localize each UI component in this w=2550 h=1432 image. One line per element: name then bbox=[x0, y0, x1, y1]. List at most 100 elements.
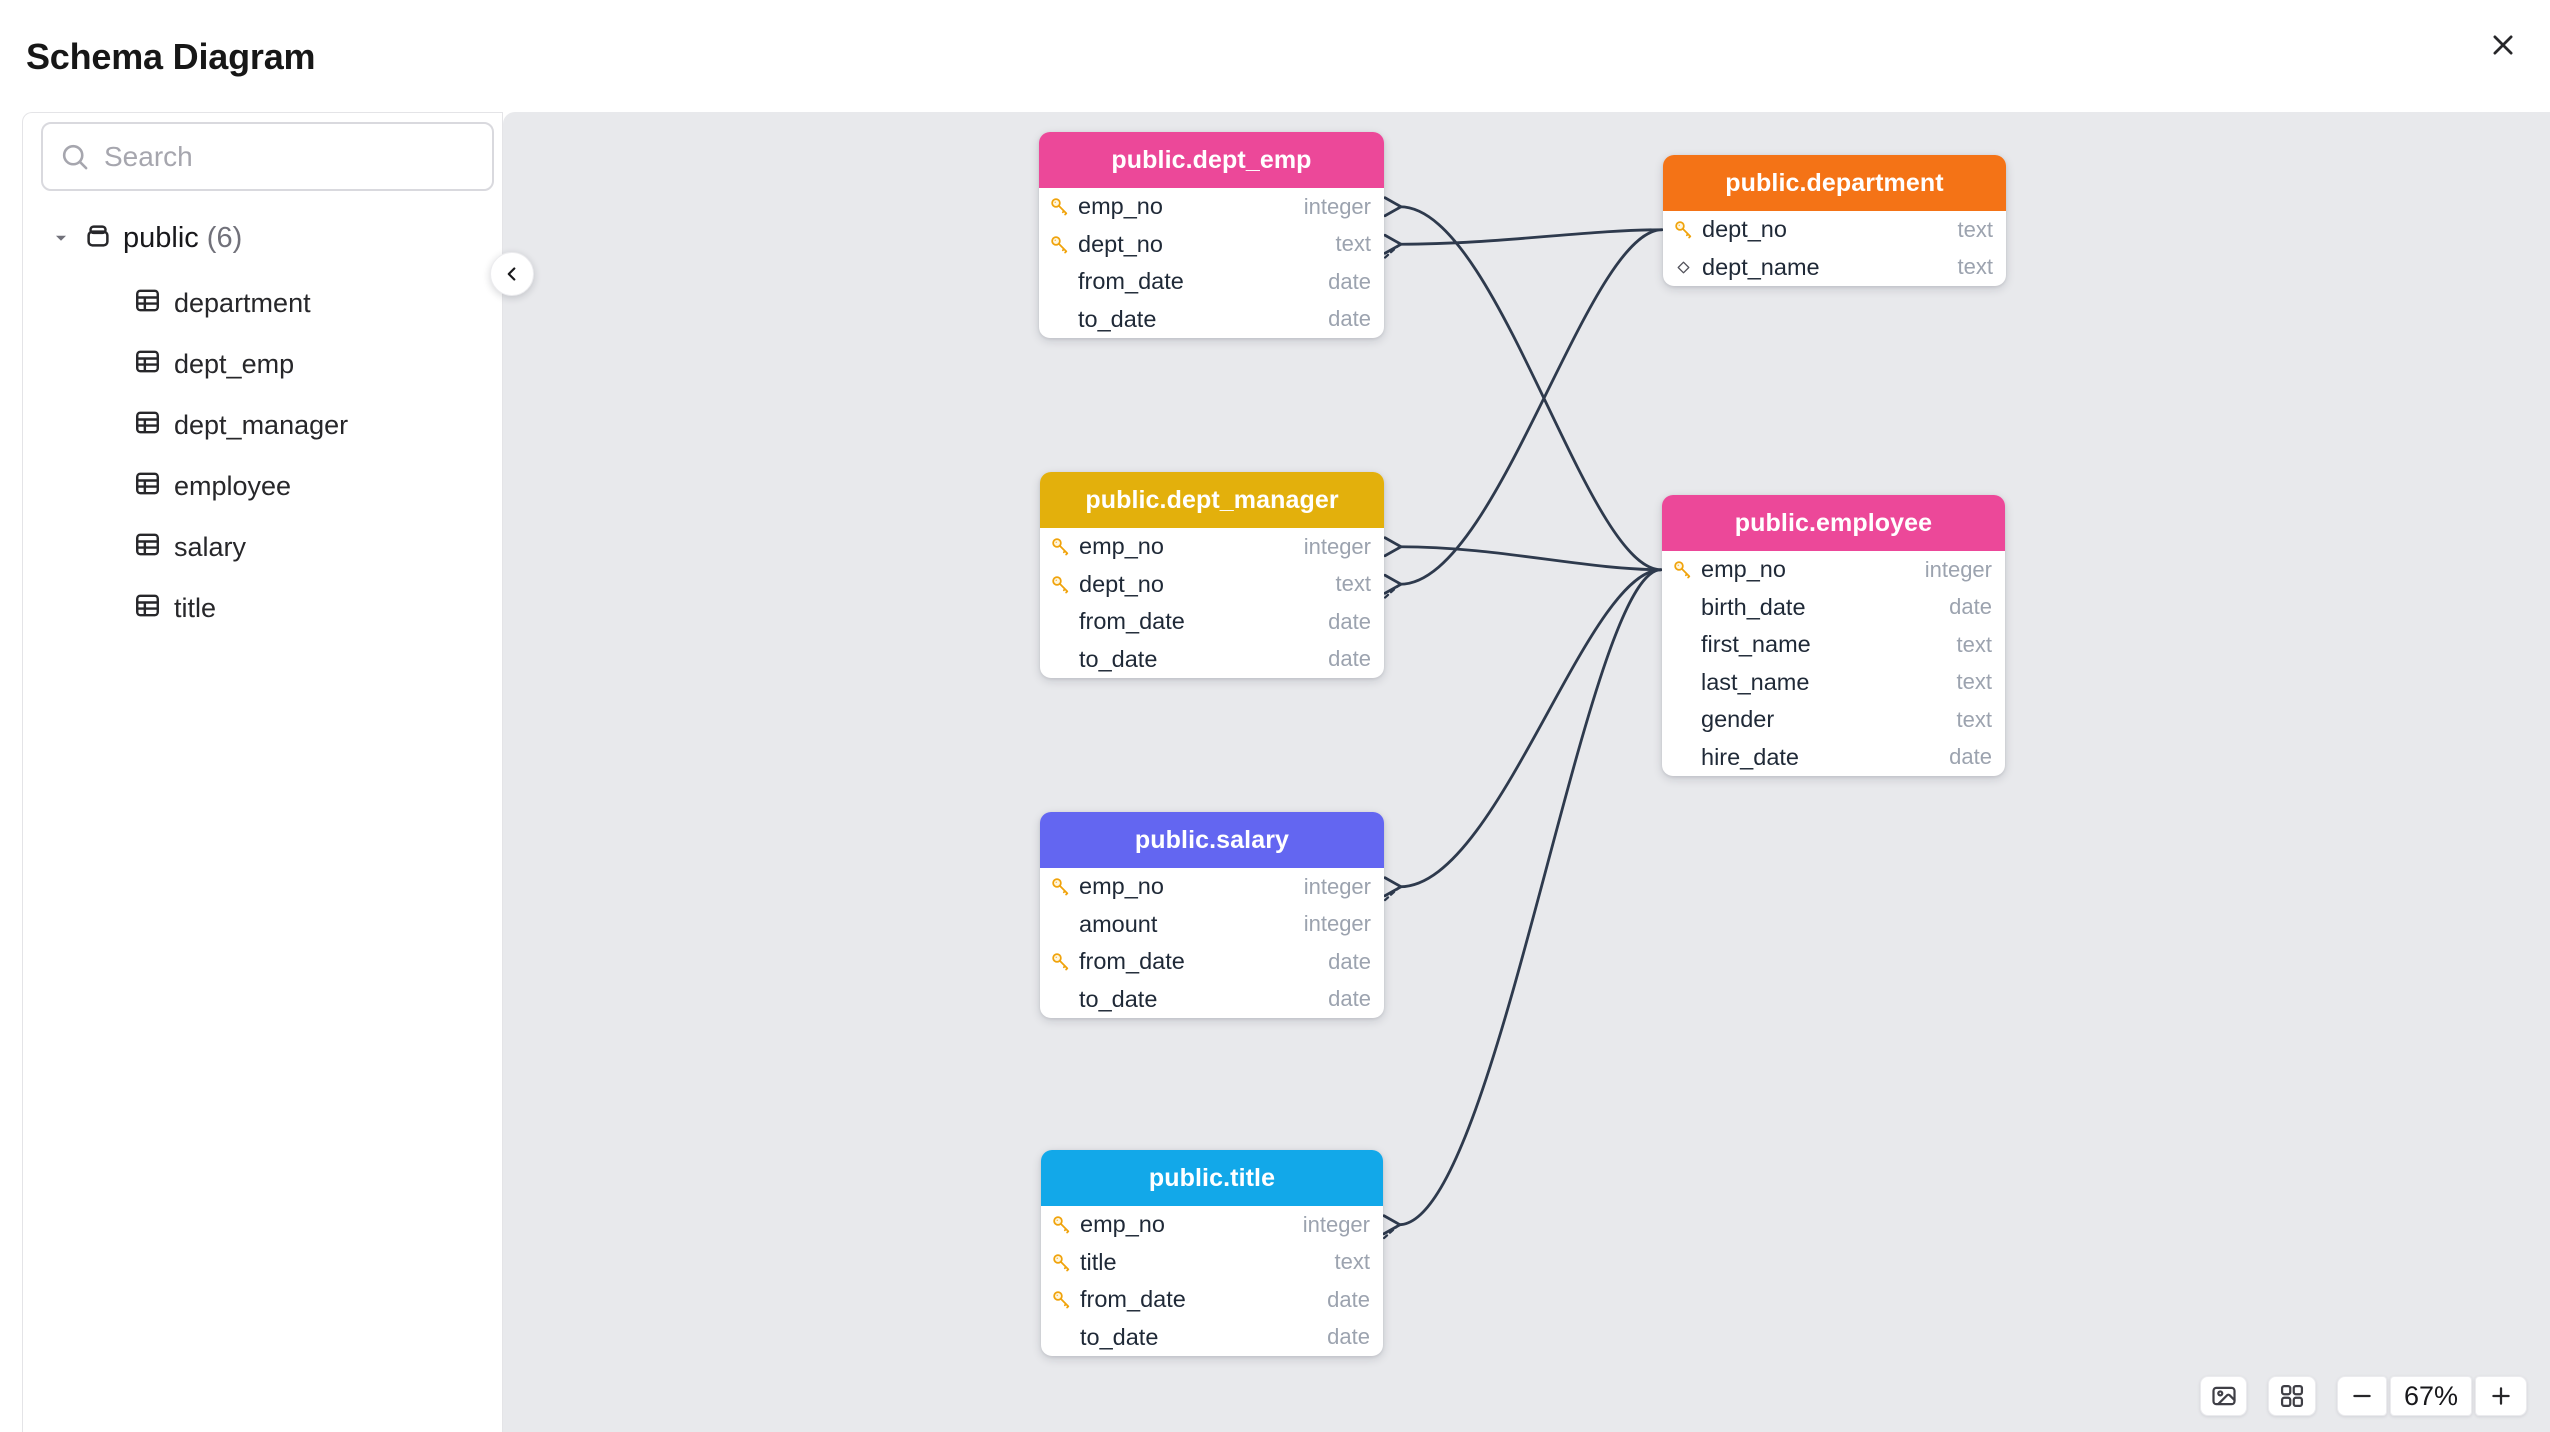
er-column-row: dept_no text bbox=[1663, 211, 2006, 249]
no-icon bbox=[1671, 634, 1693, 656]
table-icon bbox=[133, 530, 162, 564]
primary-key-icon bbox=[1674, 221, 1691, 239]
er-column-row: emp_no integer bbox=[1662, 551, 2005, 589]
no-icon bbox=[1671, 596, 1693, 618]
primary-key-icon bbox=[1050, 1251, 1072, 1273]
column-name: emp_no bbox=[1079, 873, 1164, 900]
schema-tree: public (6) department dept_emp bbox=[23, 216, 502, 647]
primary-key-icon bbox=[1052, 1216, 1069, 1234]
er-column-row: gender text bbox=[1662, 701, 2005, 739]
er-table-node-title[interactable]: public.title emp_no integer title text f… bbox=[1041, 1150, 1383, 1356]
tree-schema-row-public[interactable]: public (6) bbox=[23, 216, 502, 260]
table-icon bbox=[133, 347, 162, 381]
table-name: employee bbox=[174, 470, 292, 501]
column-name: title bbox=[1080, 1248, 1117, 1275]
table-name: dept_emp bbox=[174, 348, 295, 379]
er-column-row: emp_no integer bbox=[1040, 528, 1384, 566]
image-export-button[interactable] bbox=[2200, 1376, 2247, 1416]
column-name: to_date bbox=[1079, 645, 1158, 672]
no-icon bbox=[1049, 648, 1071, 670]
chevron-down-icon[interactable] bbox=[49, 227, 73, 249]
sidebar-table-item-dept_emp[interactable]: dept_emp bbox=[23, 342, 502, 386]
column-type: text bbox=[1335, 231, 1371, 257]
no-icon bbox=[1050, 1326, 1072, 1348]
er-table-node-salary[interactable]: public.salary emp_no integer amount inte… bbox=[1040, 812, 1384, 1018]
nullable-unique-icon bbox=[1677, 261, 1689, 274]
er-table-header: public.employee bbox=[1662, 495, 2005, 551]
er-column-row: to_date date bbox=[1040, 981, 1384, 1019]
column-type: text bbox=[1957, 216, 1993, 242]
er-table-header: public.salary bbox=[1040, 812, 1384, 868]
er-table-header: public.dept_manager bbox=[1040, 472, 1384, 528]
auto-layout-button[interactable] bbox=[2268, 1376, 2316, 1416]
zoom-in-button[interactable] bbox=[2475, 1376, 2527, 1416]
er-table-node-employee[interactable]: public.employee emp_no integer birth_dat… bbox=[1662, 495, 2005, 776]
close-button[interactable] bbox=[2484, 26, 2522, 64]
column-type: date bbox=[1328, 608, 1371, 634]
er-column-row: title text bbox=[1041, 1244, 1383, 1282]
no-icon bbox=[1049, 913, 1071, 935]
no-icon bbox=[1048, 308, 1070, 330]
plus-icon bbox=[2492, 1387, 2510, 1405]
no-icon bbox=[1671, 709, 1693, 731]
chevron-left-icon bbox=[507, 267, 516, 281]
column-name: amount bbox=[1079, 910, 1158, 937]
sidebar-table-item-title[interactable]: title bbox=[23, 586, 502, 630]
er-column-row: dept_name text bbox=[1663, 249, 2006, 287]
er-table-node-dept_emp[interactable]: public.dept_emp emp_no integer dept_no t… bbox=[1039, 132, 1384, 338]
column-type: date bbox=[1328, 306, 1371, 332]
sidebar-table-item-salary[interactable]: salary bbox=[23, 525, 502, 569]
column-type: integer bbox=[1303, 533, 1371, 559]
primary-key-icon bbox=[1052, 1254, 1069, 1272]
sidebar-table-item-dept_manager[interactable]: dept_manager bbox=[23, 403, 502, 447]
er-column-row: emp_no integer bbox=[1041, 1206, 1383, 1244]
column-name: from_date bbox=[1080, 1286, 1186, 1313]
er-column-row: last_name text bbox=[1662, 664, 2005, 702]
er-column-row: dept_no text bbox=[1040, 566, 1384, 604]
column-type: date bbox=[1327, 1286, 1370, 1312]
column-type: text bbox=[1956, 669, 1992, 695]
no-icon bbox=[1048, 271, 1070, 293]
column-type: integer bbox=[1924, 556, 1992, 582]
sidebar-collapse-button[interactable] bbox=[490, 252, 534, 296]
table-icon bbox=[133, 469, 162, 503]
close-icon bbox=[2493, 35, 2513, 55]
column-type: integer bbox=[1303, 193, 1371, 219]
column-name: hire_date bbox=[1701, 743, 1799, 770]
primary-key-icon bbox=[1051, 878, 1068, 896]
no-icon bbox=[1671, 746, 1693, 768]
er-column-row: from_date date bbox=[1040, 603, 1384, 641]
column-type: integer bbox=[1303, 873, 1371, 899]
primary-key-icon bbox=[1050, 198, 1067, 216]
no-icon bbox=[1671, 671, 1693, 693]
er-column-row: first_name text bbox=[1662, 626, 2005, 664]
column-name: emp_no bbox=[1080, 1211, 1165, 1238]
primary-key-icon bbox=[1049, 876, 1071, 898]
column-name: dept_no bbox=[1078, 230, 1163, 257]
table-name: department bbox=[174, 287, 311, 318]
primary-key-icon bbox=[1051, 953, 1068, 971]
primary-key-icon bbox=[1049, 536, 1071, 558]
column-type: text bbox=[1335, 571, 1371, 597]
er-column-row: dept_no text bbox=[1039, 226, 1384, 264]
er-table-node-department[interactable]: public.department dept_no text dept_name… bbox=[1663, 155, 2006, 286]
table-icon bbox=[133, 408, 162, 442]
table-icon bbox=[133, 591, 162, 625]
sidebar-table-item-employee[interactable]: employee bbox=[23, 464, 502, 508]
search-input[interactable] bbox=[104, 140, 476, 173]
column-name: dept_name bbox=[1702, 253, 1820, 280]
column-type: text bbox=[1956, 706, 1992, 732]
column-name: gender bbox=[1701, 706, 1775, 733]
image-icon bbox=[2211, 1386, 2236, 1406]
er-column-row: from_date date bbox=[1039, 263, 1384, 301]
er-table-header: public.department bbox=[1663, 155, 2006, 211]
primary-key-icon bbox=[1050, 236, 1067, 254]
er-column-row: birth_date date bbox=[1662, 589, 2005, 627]
column-name: to_date bbox=[1078, 305, 1157, 332]
diagram-canvas[interactable] bbox=[503, 112, 2550, 1432]
sidebar-table-item-department[interactable]: department bbox=[23, 281, 502, 325]
table-name: dept_manager bbox=[174, 409, 349, 440]
er-table-node-dept_manager[interactable]: public.dept_manager emp_no integer dept_… bbox=[1040, 472, 1384, 678]
zoom-out-button[interactable] bbox=[2337, 1376, 2387, 1416]
